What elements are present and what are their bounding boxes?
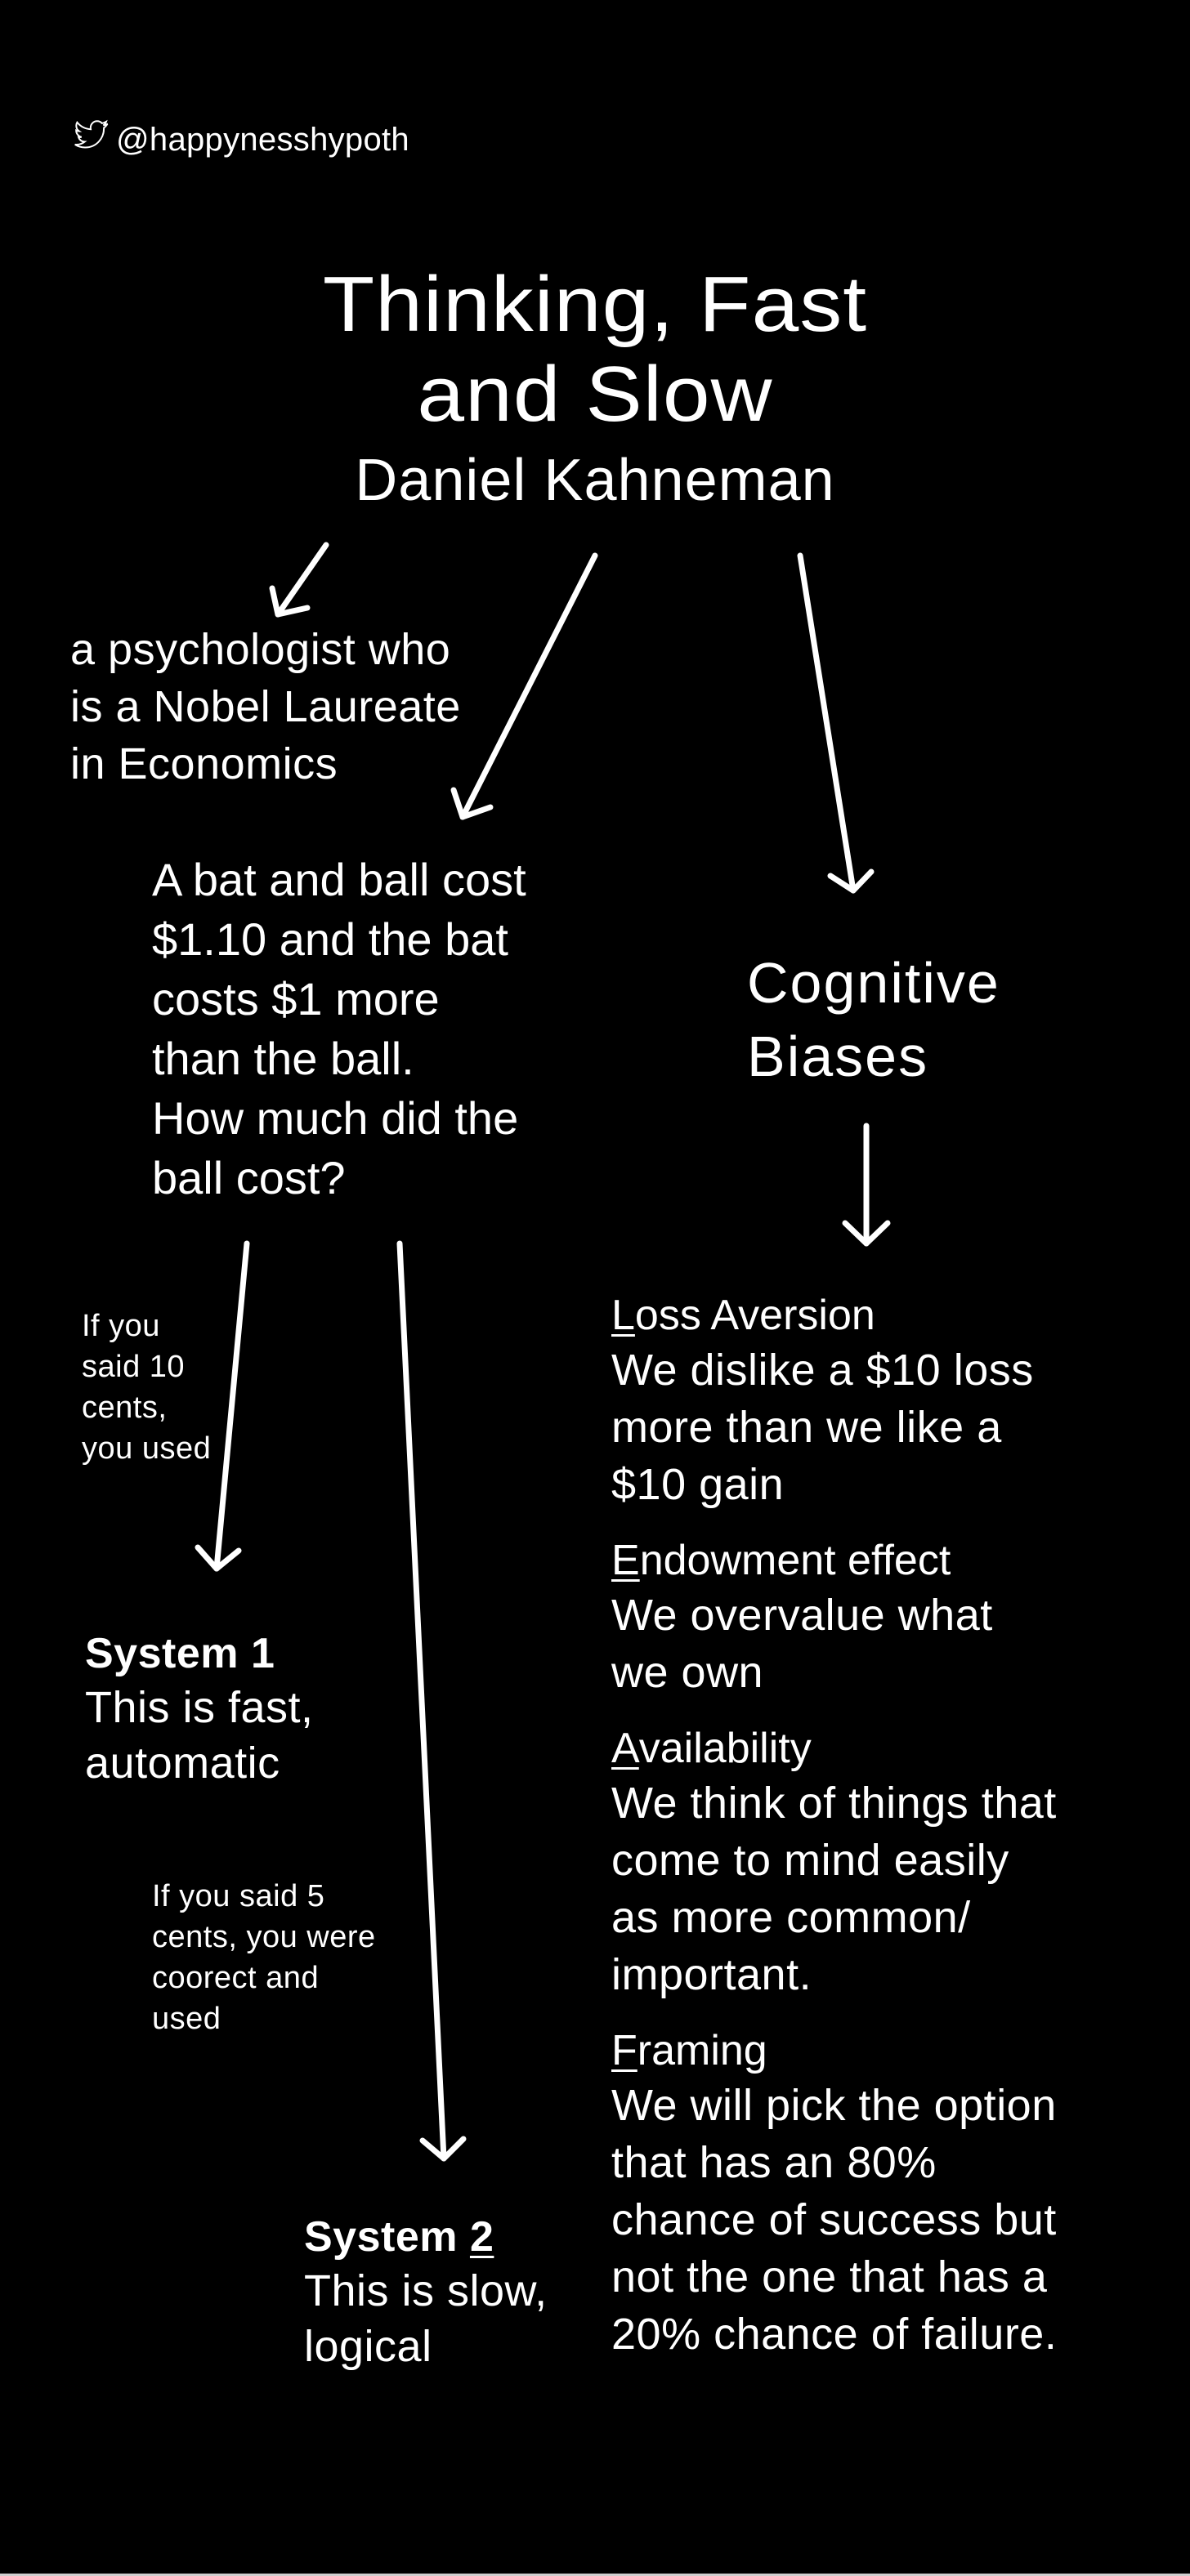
bias-desc-line: come to mind easily <box>611 1836 1009 1885</box>
note-line: If you <box>82 1309 160 1343</box>
system-2-desc-line: This is slow, <box>304 2266 548 2315</box>
bias-desc-line: We think of things that <box>611 1779 1057 1828</box>
arrow-to-question <box>450 552 598 820</box>
arrow-to-bias-list <box>842 1123 891 1247</box>
book-title-line-1: Thinking, Fast <box>322 261 868 348</box>
wrong-answer-note: If you said 10 cents, you used <box>82 1306 211 1469</box>
question-line: A bat and ball cost <box>152 854 526 905</box>
bias-desc-line: We overvalue what <box>611 1591 993 1640</box>
cognitive-biases-heading-line-2: Biases <box>747 1025 929 1088</box>
twitter-bird-icon <box>74 119 110 160</box>
system-1-block: System 1 This is fast, automatic <box>85 1627 314 1791</box>
bias-name-rest: oss Aversion <box>634 1292 875 1339</box>
bias-desc-line: chance of success but <box>611 2195 1057 2244</box>
bias-name: Endowment effect <box>611 1534 1167 1587</box>
system-1-desc-line: automatic <box>85 1739 280 1788</box>
bias-initial: A <box>611 1725 639 1772</box>
cognitive-biases-heading: Cognitive Biases <box>747 946 1000 1093</box>
system-2-block: System 2 This is slow, logical <box>304 2211 548 2374</box>
bias-list: Loss Aversion We dislike a $10 loss more… <box>611 1289 1167 2384</box>
bias-item-loss-aversion: Loss Aversion We dislike a $10 loss more… <box>611 1289 1167 1513</box>
note-line: used <box>152 2002 221 2036</box>
bias-item-availability: Availability We think of things that com… <box>611 1722 1167 2003</box>
bias-initial: E <box>611 1537 640 1584</box>
arrow-to-system-2 <box>396 1240 467 2162</box>
bias-desc-line: $10 gain <box>611 1460 785 1509</box>
right-answer-note: If you said 5 cents, you were coorect an… <box>152 1876 376 2039</box>
bias-name: Loss Aversion <box>611 1289 1167 1342</box>
author-note-line: in Economics <box>70 739 338 788</box>
bias-desc-line: We dislike a $10 loss <box>611 1346 1034 1395</box>
bias-desc-line: we own <box>611 1648 764 1697</box>
arrow-to-cognitive-biases <box>797 552 875 894</box>
question-line: than the ball. <box>152 1033 414 1084</box>
question-line: ball cost? <box>152 1152 346 1203</box>
book-author: Daniel Kahneman <box>355 448 835 513</box>
bias-desc-line: 20% chance of failure. <box>611 2310 1058 2359</box>
note-line: If you said 5 <box>152 1879 325 1913</box>
bias-desc-line: We will pick the option <box>611 2081 1057 2130</box>
bias-desc-line: not the one that has a <box>611 2252 1048 2301</box>
author-note: a psychologist who is a Nobel Laureate i… <box>70 621 461 792</box>
cognitive-biases-heading-line-1: Cognitive <box>747 951 1000 1015</box>
bias-initial: L <box>611 1292 635 1339</box>
bias-desc-line: that has an 80% <box>611 2138 937 2187</box>
bias-desc-line: as more common/ <box>611 1893 971 1942</box>
book-title-line-2: and Slow <box>417 350 773 438</box>
bias-desc-line: important. <box>611 1950 812 1999</box>
note-line: said 10 <box>82 1350 186 1384</box>
system-1-title: System 1 <box>85 1630 275 1677</box>
bias-item-endowment-effect: Endowment effect We overvalue what we ow… <box>611 1534 1167 1701</box>
bias-item-framing: Framing We will pick the option that has… <box>611 2025 1167 2363</box>
bias-desc-line: more than we like a <box>611 1403 1002 1452</box>
twitter-handle[interactable]: @happynesshypoth <box>74 119 409 160</box>
system-1-desc-line: This is fast, <box>85 1683 314 1732</box>
bat-and-ball-question: A bat and ball cost $1.10 and the bat co… <box>152 850 526 1208</box>
question-line: costs $1 more <box>152 973 440 1025</box>
bias-name: Framing <box>611 2025 1167 2077</box>
question-line: $1.10 and the bat <box>152 913 508 965</box>
system-2-title-number: 2 <box>469 2213 494 2261</box>
bias-initial: F <box>611 2027 638 2074</box>
system-2-title-prefix: System <box>304 2213 470 2261</box>
bias-name-rest: raming <box>637 2027 767 2074</box>
note-line: cents, you were <box>152 1920 376 1954</box>
bias-name-rest: ndowment effect <box>639 1537 951 1584</box>
system-2-desc-line: logical <box>304 2322 432 2371</box>
note-line: coorect and <box>152 1961 320 1995</box>
arrow-to-author-note <box>269 542 329 618</box>
bias-name-rest: vailability <box>638 1725 812 1772</box>
note-line: cents, <box>82 1391 168 1425</box>
book-title: Thinking, Fast and Slow <box>0 260 1190 440</box>
bottom-edge-divider <box>0 2574 1190 2576</box>
bias-name: Availability <box>611 1722 1167 1775</box>
author-note-line: is a Nobel Laureate <box>70 682 461 731</box>
author-note-line: a psychologist who <box>70 625 451 674</box>
question-line: How much did the <box>152 1092 519 1144</box>
handle-text: @happynesshypoth <box>116 121 409 158</box>
note-line: you used <box>82 1431 212 1466</box>
system-2-title: System 2 <box>304 2211 548 2263</box>
